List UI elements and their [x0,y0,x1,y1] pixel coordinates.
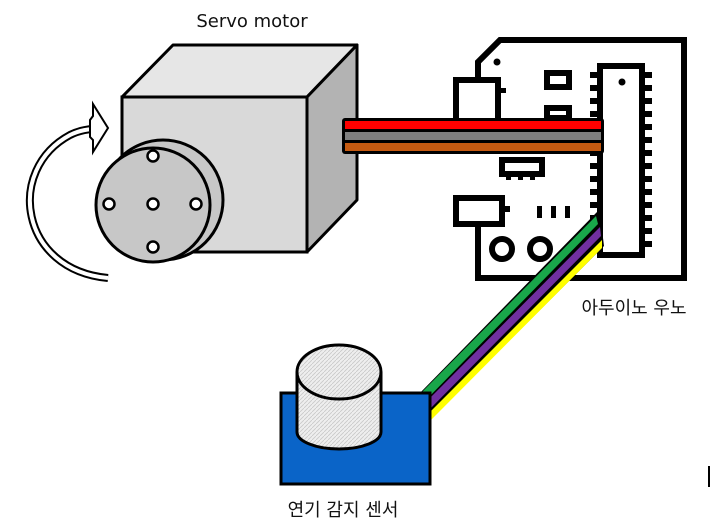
chip-pin [642,98,652,104]
chip-pin [590,111,600,117]
horn-hole [146,149,160,163]
chip-pin [642,124,652,130]
wire-green [420,216,598,402]
chip-pin [642,72,652,78]
horn-hole [102,197,116,211]
wire-orange [345,143,601,151]
chip-pin [642,241,652,247]
chip-pin [590,85,600,91]
wire-purple [424,227,601,412]
chip-pin [642,176,652,182]
chip-pin [642,137,652,143]
chip-pin [590,72,600,78]
servo-motor [94,43,359,264]
arduino-uno-board [453,37,687,281]
horn-hole [189,197,203,211]
smoke-sensor [279,343,432,486]
servo-motor-label: Servo motor [196,11,308,32]
sensor-wires [418,212,604,420]
horn-hole [146,240,160,254]
text-cursor [708,466,710,487]
chip-pin [590,163,600,169]
chip-pin [590,176,600,182]
chip-pin [642,215,652,221]
chip-pin [642,163,652,169]
chip-pin [642,189,652,195]
chip-pin [642,228,652,234]
smoke-sensor-label: 연기 감지 센서 [288,500,399,521]
servo-wires [342,118,604,154]
wire-red [345,121,601,129]
horn-hole [146,197,160,211]
chip-pin [590,202,600,208]
chip-pin [642,150,652,156]
arduino-uno-label: 아두이노 우노 [581,298,686,319]
chip-pin [642,111,652,117]
chip-pin [642,202,652,208]
chip-pin [590,189,600,195]
wire-yellow [428,240,602,420]
chip-pin [590,98,600,104]
rotation-arrow-icon [25,100,110,282]
chip-pin [642,85,652,91]
wire-gray [345,132,601,140]
